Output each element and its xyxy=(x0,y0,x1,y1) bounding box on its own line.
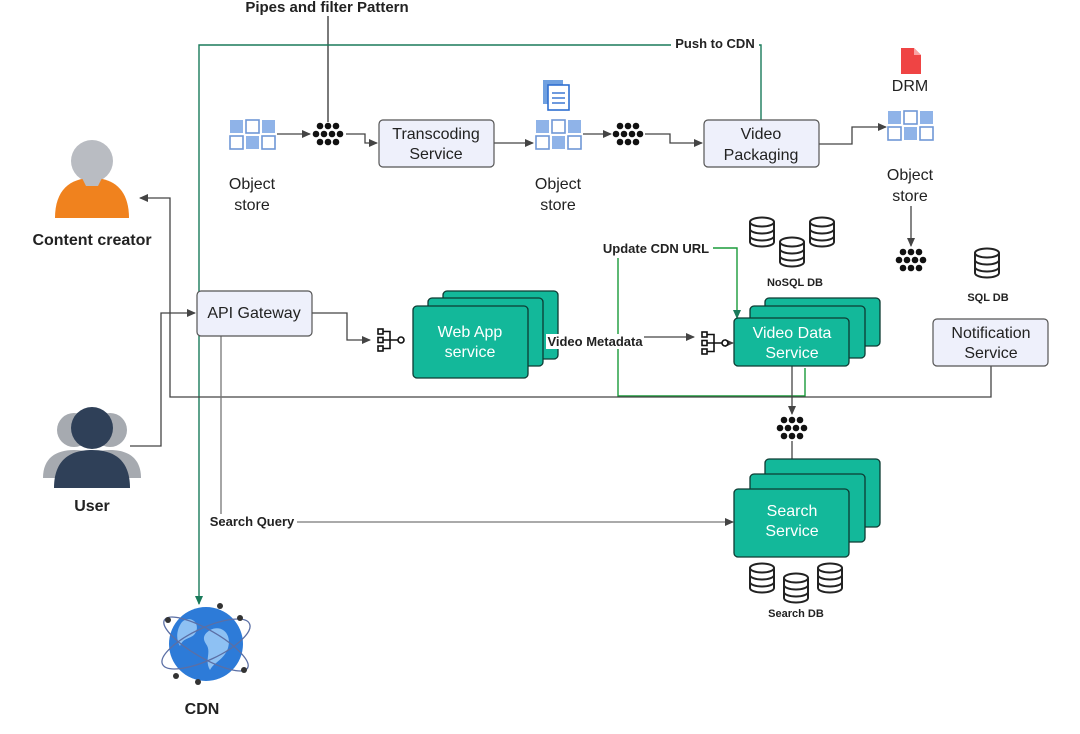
load-balancer-icon-2 xyxy=(701,331,729,355)
video-data-line2: Service xyxy=(765,345,818,362)
search-line1: Search xyxy=(767,503,818,520)
notification-line1: Notification xyxy=(951,325,1030,342)
drm-label: DRM xyxy=(892,78,928,95)
search-db-icon-1 xyxy=(749,562,775,594)
push-to-cdn-bg xyxy=(671,36,759,51)
object-store-1-line2: store xyxy=(234,197,270,214)
update-cdn-url-line xyxy=(713,247,741,319)
api-gateway-label: API Gateway xyxy=(207,305,300,322)
user-label: User xyxy=(74,498,110,515)
web-app-service-stack xyxy=(412,290,559,379)
content-creator-label: Content creator xyxy=(32,232,151,249)
video-metadata-label: Video Metadata xyxy=(547,334,643,349)
search-db-label: Search DB xyxy=(768,608,824,620)
cdn-globe-icon xyxy=(161,603,251,685)
search-db-icon-2 xyxy=(783,572,809,604)
web-app-line1: Web App xyxy=(438,324,503,341)
api-gateway-box xyxy=(196,290,313,337)
search-service-stack xyxy=(733,458,881,558)
content-creator-icon xyxy=(55,140,129,218)
search-db-icon-3 xyxy=(817,562,843,594)
object-store-2-line2: store xyxy=(540,197,576,214)
queue-icon-1 xyxy=(312,122,344,146)
queue-icon-3 xyxy=(895,248,927,272)
search-query-label: Search Query xyxy=(210,514,295,529)
video-packaging-line1: Video xyxy=(741,126,782,143)
transcoding-line1: Transcoding xyxy=(392,126,479,143)
pattern-title: Pipes and filter Pattern xyxy=(245,0,408,16)
video-metadata-bg xyxy=(546,334,644,349)
notification-line2: Service xyxy=(964,345,1017,362)
arrow-queue-to-transcoding xyxy=(346,133,378,147)
update-cdn-url-label: Update CDN URL xyxy=(603,241,709,256)
load-balancer-icon-1 xyxy=(377,328,405,352)
arrow-notification-to-creator xyxy=(139,194,992,398)
object-store-1-line1: Object xyxy=(229,176,276,193)
drm-file-icon xyxy=(901,48,921,74)
object-store-3-line1: Object xyxy=(887,167,934,184)
queue-icon-4 xyxy=(776,416,808,440)
object-store-icon-3 xyxy=(887,110,934,141)
queue-icon-2 xyxy=(612,122,644,146)
sql-db-label: SQL DB xyxy=(967,292,1008,304)
search-line2: Service xyxy=(765,523,818,540)
cdn-label: CDN xyxy=(185,701,220,718)
user-icon xyxy=(43,407,141,488)
video-data-line1: Video Data xyxy=(753,325,832,342)
video-packaging-line2: Packaging xyxy=(724,147,799,164)
update-cdn-url-loop xyxy=(617,258,806,397)
video-data-service-stack xyxy=(733,297,881,367)
search-query-bg xyxy=(207,514,297,529)
nosql-db-icon-2 xyxy=(779,236,805,268)
nosql-db-icon-3 xyxy=(809,216,835,248)
transcoding-service-box xyxy=(378,119,495,168)
sql-db-icon xyxy=(974,247,1000,279)
transcoding-line2: Service xyxy=(409,146,462,163)
nosql-db-icon-1 xyxy=(749,216,775,248)
object-store-2-line1: Object xyxy=(535,176,582,193)
arrow-user-to-gateway xyxy=(130,309,196,447)
object-store-3-line2: store xyxy=(892,188,928,205)
document-icon xyxy=(543,80,570,111)
object-store-icon-2 xyxy=(535,119,582,150)
notification-service-box xyxy=(932,318,1049,367)
arrow-packaging-to-store xyxy=(819,123,887,145)
object-store-icon-1 xyxy=(229,119,276,150)
video-packaging-box xyxy=(703,119,820,168)
web-app-line2: service xyxy=(445,344,496,361)
arrow-queue-to-packaging xyxy=(645,133,703,147)
push-to-cdn-label: Push to CDN xyxy=(675,36,754,51)
arrow-gateway-to-webapp xyxy=(312,312,371,344)
nosql-db-label: NoSQL DB xyxy=(767,277,823,289)
